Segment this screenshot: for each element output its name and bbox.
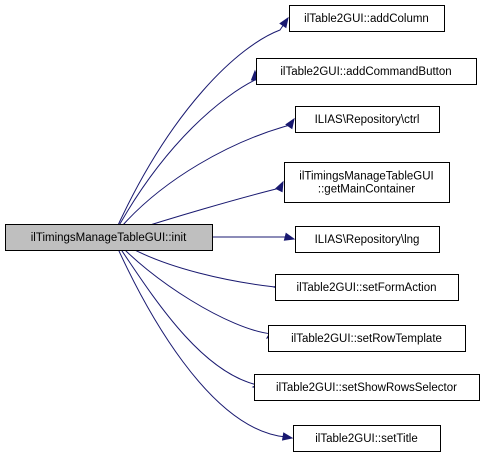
edge-root-to-addColumn [112,25,284,238]
node-label-root-0: ilTimingsManageTableGUI::init [31,232,187,244]
node-box-setTitle [293,425,441,452]
edge-root-to-setTitle [112,236,287,438]
edge-arrowhead-lng [283,232,296,241]
node-box-getMainContainer [284,162,450,203]
edge-root-to-setShowRowsSelector [112,236,263,387]
node-setRowTemplate[interactable]: ilTable2GUI::setRowTemplate [268,325,466,352]
edge-arrowhead-getMainContainer [274,180,284,193]
node-setTitle[interactable]: ilTable2GUI::setTitle [293,425,441,452]
node-box-root [5,224,213,251]
node-label-getMainContainer-1: ::getMainContainer [318,184,415,196]
node-label-setRowTemplate-0: ilTable2GUI::setRowTemplate [291,333,442,345]
node-label-addColumn-0: ilTable2GUI::addColumn [304,13,429,25]
node-ctrl[interactable]: ILIAS\Repository\ctrl [295,106,440,133]
node-addCommandButton[interactable]: ilTable2GUI::addCommandButton [256,58,477,85]
edge-arrowhead-ctrl [285,117,295,130]
node-setShowRowsSelector[interactable]: ilTable2GUI::setShowRowsSelector [254,374,480,401]
edge-root-to-setRowTemplate [112,236,275,335]
node-setFormAction[interactable]: ilTable2GUI::setFormAction [275,274,459,301]
node-lng[interactable]: ILIAS\Repository\lng [295,226,440,253]
node-label-setFormAction-0: ilTable2GUI::setFormAction [297,282,437,294]
node-box-addCommandButton [256,58,477,85]
edge-arrowhead-addColumn [279,16,289,29]
node-label-addCommandButton-0: ilTable2GUI::addCommandButton [280,66,451,78]
call-graph-nodes: ilTimingsManageTableGUI::initilTable2GUI… [5,5,480,452]
edge-arrowhead-setTitle [281,432,294,441]
node-label-setShowRowsSelector-0: ilTable2GUI::setShowRowsSelector [276,382,457,394]
node-getMainContainer[interactable]: ilTimingsManageTableGUI::getMainContaine… [284,162,450,203]
node-box-lng [295,226,440,253]
node-root[interactable]: ilTimingsManageTableGUI::init [5,224,213,251]
node-label-lng-0: ILIAS\Repository\lng [315,234,420,246]
edge-root-to-addCommandButton [112,79,256,238]
node-label-setTitle-0: ilTable2GUI::setTitle [315,433,417,445]
node-box-setFormAction [275,274,459,301]
node-box-setShowRowsSelector [254,374,480,401]
node-label-getMainContainer-0: ilTimingsManageTableGUI [299,171,433,183]
node-box-ctrl [295,106,440,133]
edge-root-to-ctrl [112,124,292,238]
node-box-setRowTemplate [268,325,466,352]
node-label-ctrl-0: ILIAS\Repository\ctrl [315,114,420,126]
node-addColumn[interactable]: ilTable2GUI::addColumn [289,5,445,32]
node-box-addColumn [289,5,445,32]
